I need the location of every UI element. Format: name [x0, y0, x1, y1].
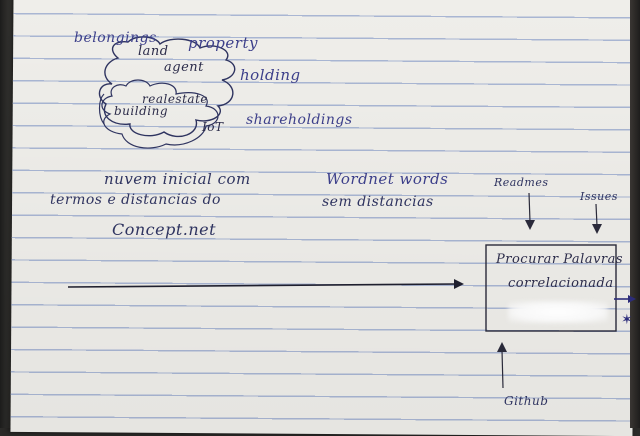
- inner-cloud-outline: [101, 79, 219, 149]
- readmes-arrow-line: [528, 192, 531, 223]
- desk-right-edge: [630, 0, 640, 428]
- erased-smudge: [508, 301, 608, 323]
- word-property: property: [188, 34, 258, 52]
- word-building: building: [114, 104, 169, 118]
- word-cloud-outline: [98, 36, 236, 138]
- word-realestate: realestate: [142, 92, 208, 106]
- cloud-left-bracket: [98, 93, 105, 125]
- note-line1-right: Wordnet words: [326, 170, 449, 188]
- note-line1-left: nuvem inicial com: [104, 170, 251, 188]
- note-line2-left: termos e distancias do: [50, 192, 221, 208]
- out-arrow-head: [628, 295, 636, 303]
- label-github: Github: [504, 394, 549, 408]
- note-line3: Concept.net: [112, 220, 217, 239]
- long-arrow-line: [67, 283, 457, 288]
- out-cross-mark: ✶: [621, 312, 633, 328]
- box-line1: Procurar Palavras: [496, 252, 624, 267]
- word-belongings: belongings: [74, 30, 157, 46]
- issues-arrow-head: [592, 224, 602, 234]
- word-iot: IoT: [202, 120, 224, 134]
- word-shareholdings: shareholdings: [246, 112, 353, 128]
- label-issues: Issues: [580, 190, 618, 203]
- github-arrow-head: [497, 342, 507, 352]
- github-arrow-line: [501, 349, 504, 389]
- search-box-outline: [485, 244, 617, 332]
- box-line2: correlacionada: [508, 276, 614, 291]
- note-line2-right: sem distancias: [322, 194, 434, 210]
- word-land: land: [138, 44, 169, 59]
- readmes-arrow-head: [525, 220, 535, 230]
- word-agent: agent: [164, 60, 204, 75]
- long-arrow-head: [454, 279, 464, 289]
- word-holding: holding: [240, 66, 301, 84]
- issues-arrow-line: [595, 203, 598, 227]
- label-readmes: Readmes: [494, 176, 549, 189]
